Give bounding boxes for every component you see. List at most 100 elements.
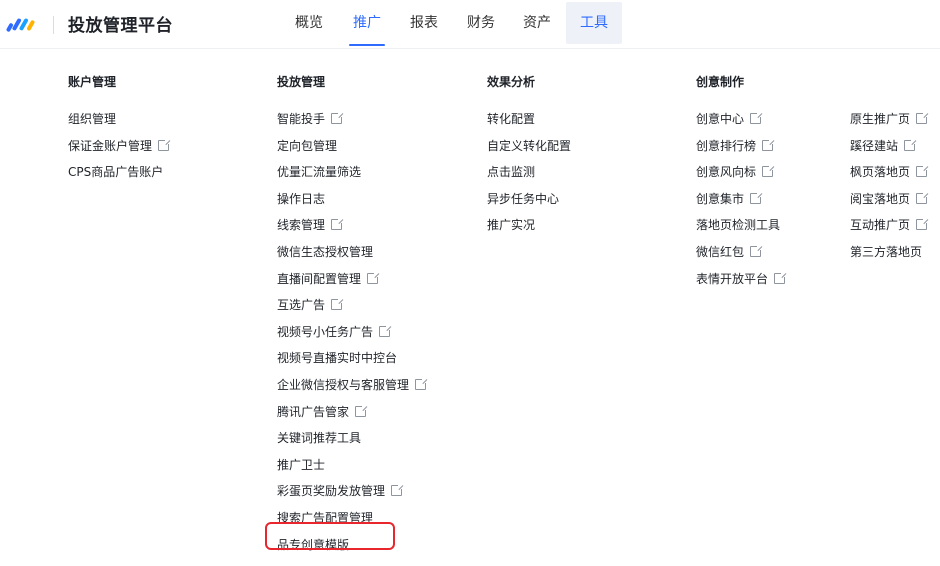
menu-item-delivery[interactable]: 优量汇流量筛选 [277,162,426,189]
external-link-icon [158,138,171,151]
menu-item-label: 表情开放平台 [696,271,769,286]
menu-item-analysis[interactable]: 点击监测 [487,162,571,189]
nav-tab-assets[interactable]: 资产 [523,15,551,31]
menu-item-label: 推广卫士 [277,457,326,472]
menu-item-delivery[interactable]: 关键词推荐工具 [277,428,426,455]
menu-item-label: 原生推广页 [850,112,911,126]
external-link-icon [750,191,763,204]
menu-item-account[interactable]: 保证金账户管理 [68,136,171,163]
menu-item-label: 视频号小任务广告 [277,324,374,339]
menu-item-label: 创意排行榜 [696,138,757,153]
menu-item-label: 关键词推荐工具 [277,431,362,446]
menu-item-analysis[interactable]: 转化配置 [487,109,571,136]
menu-item-analysis[interactable]: 异步任务中心 [487,189,571,216]
external-link-icon [904,138,917,151]
menu-item-landing[interactable]: 互动推广页 [850,215,929,242]
menu-item-label: 创意中心 [696,112,745,126]
menu-item-delivery[interactable]: 直播间配置管理 [277,269,426,296]
menu-item-delivery[interactable]: 操作日志 [277,189,426,216]
nav-tab-finance[interactable]: 财务 [467,15,495,31]
external-link-icon [916,165,929,178]
nav-tab-promotion[interactable]: 推广 [349,0,385,46]
menu-item-label: 微信生态授权管理 [277,244,374,259]
menu-item-analysis[interactable]: 推广实况 [487,215,571,242]
external-link-icon [379,324,392,337]
menu-item-delivery[interactable]: 互选广告 [277,295,426,322]
external-link-icon [762,138,775,151]
nav-tab-reports[interactable]: 报表 [410,15,438,31]
menu-item-delivery[interactable]: 智能投手 [277,109,426,136]
menu-column-landing-pages: 原生推广页蹊径建站枫页落地页阅宝落地页互动推广页第三方落地页 [850,72,929,269]
header-divider [53,16,54,34]
menu-item-label: 操作日志 [277,191,326,206]
column-heading-landing-spacer [850,72,927,92]
menu-item-delivery[interactable]: 企业微信授权与客服管理 [277,375,428,402]
menu-item-delivery[interactable]: 视频号直播实时中控台 [277,348,426,375]
menu-item-creative[interactable]: 创意集市 [696,189,785,216]
menu-item-label: CPS商品广告账户 [68,165,164,180]
top-bar: 投放管理平台 概览 推广 报表 财务 资产 工具 [0,0,940,49]
menu-item-landing[interactable]: 蹊径建站 [850,136,927,163]
menu-item-label: 落地页检测工具 [696,218,781,233]
column-heading-creative: 创意制作 [696,75,745,89]
menu-column-creative: 创意制作 创意中心创意排行榜创意风向标创意集市落地页检测工具微信红包表情开放平台 [696,72,787,296]
external-link-icon [415,377,428,390]
menu-item-creative[interactable]: 创意排行榜 [696,136,785,163]
menu-item-analysis[interactable]: 自定义转化配置 [487,136,571,163]
menu-item-label: 线索管理 [277,218,326,233]
menu-item-creative[interactable]: 表情开放平台 [696,269,787,296]
menu-item-label: 保证金账户管理 [68,138,153,153]
external-link-icon [391,484,404,497]
menu-item-delivery[interactable]: 线索管理 [277,215,426,242]
menu-item-delivery[interactable]: 视频号小任务广告 [277,322,426,349]
nav-tab-tools[interactable]: 工具 [566,2,622,44]
highlight-box [265,522,395,550]
menu-item-landing[interactable]: 第三方落地页 [850,242,927,269]
menu-item-account[interactable]: CPS商品广告账户 [68,162,169,189]
menu-item-delivery[interactable]: 腾讯广告管家 [277,402,426,429]
menu-item-label: 互选广告 [277,298,326,313]
menu-item-label: 彩蛋页奖励发放管理 [277,484,386,499]
external-link-icon [367,271,380,284]
external-link-icon [355,404,368,417]
external-link-icon [331,298,344,311]
menu-item-label: 优量汇流量筛选 [277,165,362,180]
menu-item-creative[interactable]: 创意风向标 [696,162,785,189]
menu-item-label: 转化配置 [487,112,536,126]
menu-column-delivery: 投放管理 智能投手定向包管理优量汇流量筛选操作日志线索管理微信生态授权管理直播间… [277,72,428,561]
menu-item-label: 第三方落地页 [850,244,923,259]
external-link-icon [331,218,344,231]
menu-item-label: 微信红包 [696,244,745,259]
menu-item-label: 创意集市 [696,191,745,206]
external-link-icon [331,112,344,124]
menu-item-label: 枫页落地页 [850,165,911,180]
external-link-icon [750,244,763,257]
menu-item-delivery[interactable]: 搜索广告配置管理 [277,508,426,535]
menu-item-delivery[interactable]: 彩蛋页奖励发放管理 [277,481,426,508]
menu-item-label: 企业微信授权与客服管理 [277,377,410,392]
menu-column-analysis: 效果分析 转化配置自定义转化配置点击监测异步任务中心推广实况 [487,72,571,242]
nav-tab-overview[interactable]: 概览 [295,15,323,31]
menu-item-label: 阅宝落地页 [850,191,911,206]
menu-item-account[interactable]: 组织管理 [68,109,169,136]
menu-item-delivery[interactable]: 推广卫士 [277,455,426,482]
menu-item-creative[interactable]: 微信红包 [696,242,785,269]
menu-item-label: 腾讯广告管家 [277,404,350,419]
menu-item-label: 推广实况 [487,218,536,233]
menu-item-delivery[interactable]: 定向包管理 [277,136,426,163]
menu-item-label: 创意风向标 [696,165,757,180]
external-link-icon [750,112,763,124]
brand-logo-icon [6,18,35,32]
menu-item-label: 定向包管理 [277,138,338,153]
menu-item-delivery[interactable]: 微信生态授权管理 [277,242,426,269]
menu-item-landing[interactable]: 枫页落地页 [850,162,929,189]
app-title: 投放管理平台 [68,16,173,36]
menu-item-landing[interactable]: 原生推广页 [850,109,929,136]
menu-item-creative[interactable]: 创意中心 [696,109,785,136]
menu-item-creative[interactable]: 落地页检测工具 [696,215,785,242]
menu-item-label: 搜索广告配置管理 [277,510,374,525]
external-link-icon [916,191,929,204]
menu-item-landing[interactable]: 阅宝落地页 [850,189,929,216]
column-heading-delivery: 投放管理 [277,75,326,89]
